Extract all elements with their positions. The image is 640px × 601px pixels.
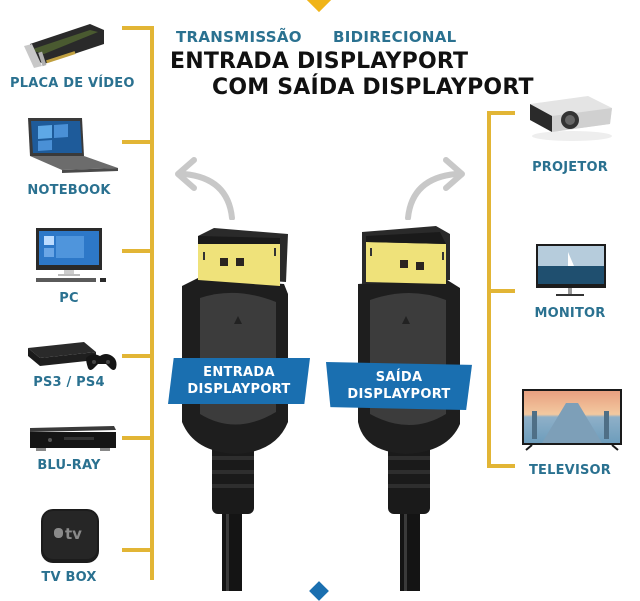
right-bracket-tick [487,111,515,115]
device-label-blu-ray: BLU-RAY [37,458,101,473]
title-line-2: COM SAÍDA DISPLAYPORT [212,75,534,100]
device-label-tv-box: TV BOX [41,570,97,585]
right-bracket-tick [487,464,515,468]
apple-tv-logo: tv [65,525,82,543]
left-bracket-tick [122,354,152,358]
graphics-card-icon [20,20,112,68]
left-bracket-tick [122,548,152,552]
output-label-line1: SAÍDA [375,370,423,385]
left-bracket-vertical [150,26,154,580]
output-label-banner: SAÍDA DISPLAYPORT [326,362,472,410]
input-label-line2: DISPLAYPORT [187,382,291,397]
left-bracket-tick [122,140,152,144]
output-label-line2: DISPLAYPORT [347,387,451,402]
right-bracket-tick [487,289,515,293]
input-label-line1: ENTRADA [203,365,275,380]
title-line-1: ENTRADA DISPLAYPORT [170,49,469,74]
device-label-placa-de-video: PLACA DE VÍDEO [10,76,135,91]
top-diamond-marker [304,0,334,13]
bottom-arrow-marker [309,581,329,601]
bluray-player-icon [28,424,118,454]
left-bracket-tick [122,436,152,440]
device-label-pc: PC [59,291,79,306]
input-label-banner: ENTRADA DISPLAYPORT [168,358,310,404]
apple-logo-icon [54,528,63,538]
left-curved-arrow-icon [166,154,236,221]
monitor-icon [536,244,606,300]
left-bracket-tick [122,26,152,30]
device-label-televisor: TELEVISOR [528,463,612,478]
displayport-input-connector [176,222,302,591]
projector-icon [528,94,618,142]
device-label-notebook: NOTEBOOK [27,183,111,198]
desktop-pc-icon [34,228,118,284]
right-curved-arrow-icon [404,154,474,221]
device-label-monitor: MONITOR [534,306,606,321]
subtitle-bidirecional: BIDIRECIONAL [333,28,457,46]
left-bracket-tick [122,249,152,253]
game-console-icon [26,334,120,374]
laptop-icon [24,116,120,176]
device-label-ps3-ps4: PS3 / PS4 [33,375,105,390]
subtitle-transmissao: TRANSMISSÃO [176,28,302,46]
apple-tv-box-icon: tv [40,508,100,566]
television-icon [522,389,622,451]
device-label-projetor: PROJETOR [532,160,608,175]
